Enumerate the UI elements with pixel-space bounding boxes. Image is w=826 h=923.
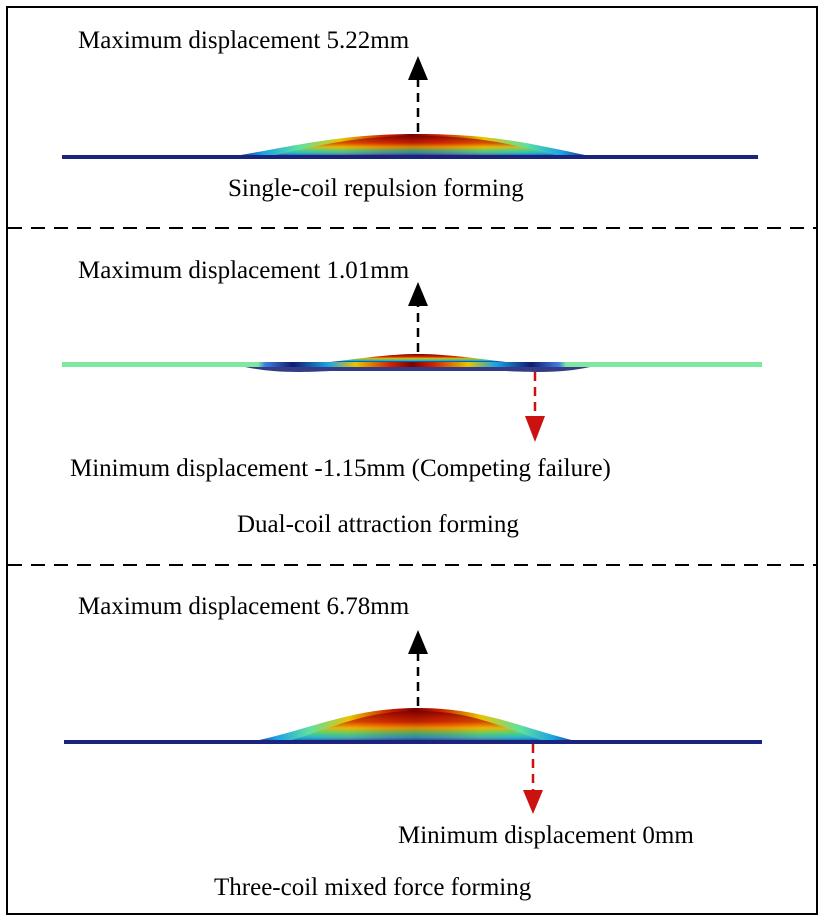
- min-arrow-head: [523, 790, 543, 814]
- plate-bulge-shade: [285, 711, 548, 742]
- panel3-caption: Three-coil mixed force forming: [214, 874, 532, 901]
- plate-bulge: [330, 354, 506, 362]
- panel2-max-label: Maximum displacement 1.01mm: [78, 257, 410, 284]
- plate-baseline: [62, 155, 758, 159]
- panel2-min-label: Minimum displacement -1.15mm (Competing …: [70, 455, 611, 482]
- plate-dip: [245, 367, 590, 372]
- max-arrow-head: [408, 630, 428, 654]
- max-arrow-head: [408, 282, 428, 306]
- plate-baseline: [64, 740, 762, 744]
- figure-frame: [6, 6, 818, 915]
- min-arrow-head: [525, 416, 545, 442]
- panel3-min-label: Minimum displacement 0mm: [398, 822, 694, 849]
- plate-bulge-shade: [270, 136, 560, 156]
- panel1-caption: Single-coil repulsion forming: [228, 175, 524, 202]
- panel-single-coil: [62, 56, 758, 159]
- panel2-caption: Dual-coil attraction forming: [237, 511, 519, 538]
- panel-dual-coil: [62, 282, 762, 442]
- panel1-max-label: Maximum displacement 5.22mm: [78, 27, 410, 54]
- max-arrow-head: [408, 56, 428, 80]
- plate-baseline: [62, 362, 762, 367]
- panel3-max-label: Maximum displacement 6.78mm: [78, 593, 410, 620]
- panel-three-coil: [64, 630, 762, 814]
